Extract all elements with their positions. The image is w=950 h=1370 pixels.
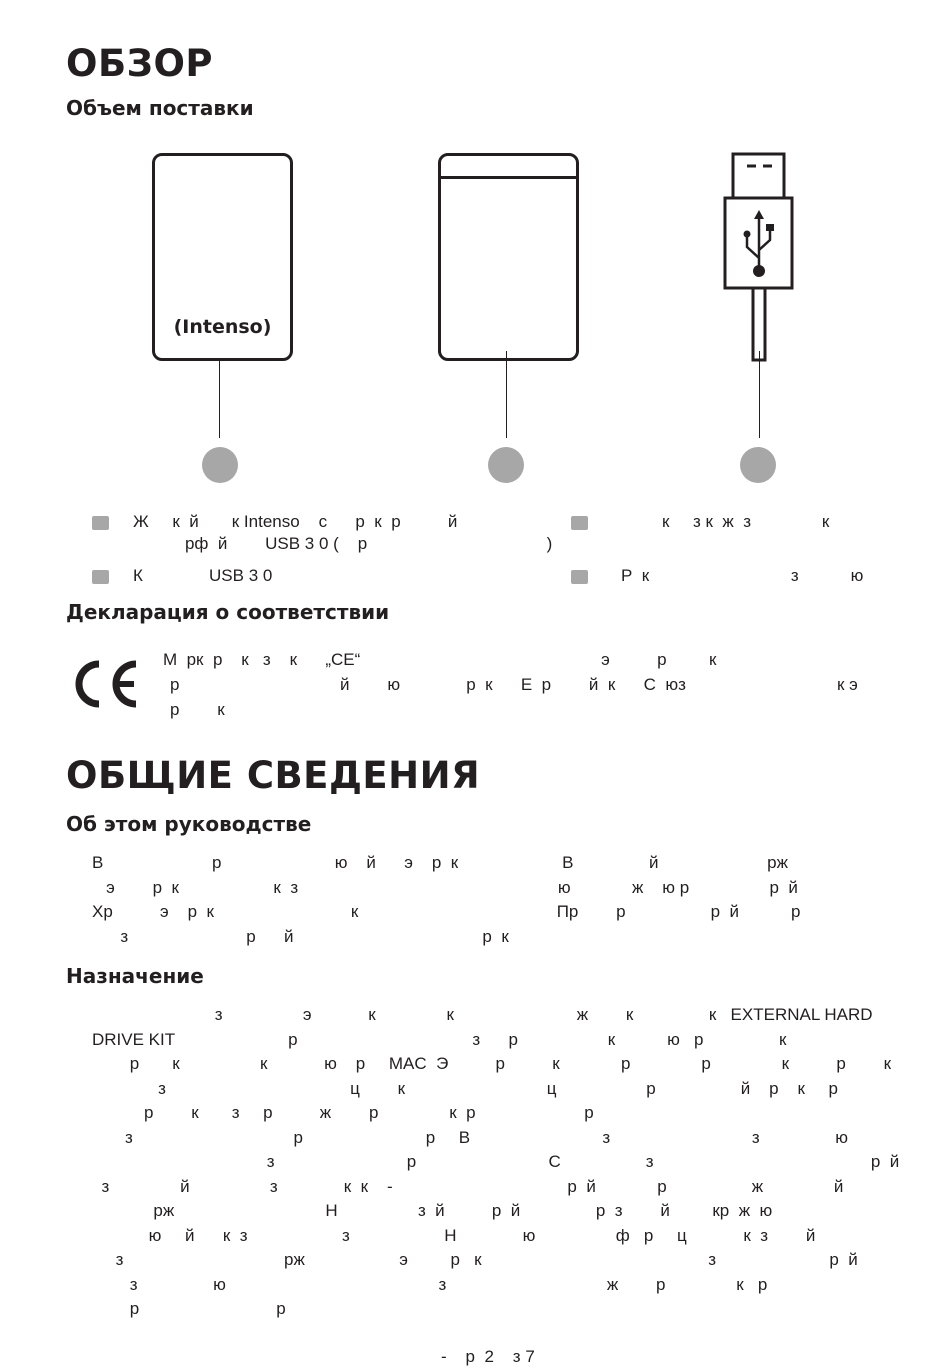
purpose-line-3: р к к ю р MAC Э р к р р к р к [92, 1054, 892, 1073]
purpose-line-8: з й з к к - р й р ж й [92, 1177, 844, 1196]
ce-mark-icon [75, 660, 137, 708]
callout-line-1 [219, 361, 220, 438]
section-heading-about: Об этом руководстве [66, 812, 312, 836]
page-title-overview: ОБЗОР [66, 42, 214, 85]
legend-marker-4 [571, 570, 588, 584]
intenso-logo: (Intenso) [173, 316, 272, 338]
purpose-line-6: з р р В з з ю [92, 1128, 848, 1147]
section-heading-delivery: Объем поставки [66, 96, 254, 120]
callout-marker-3 [740, 447, 776, 483]
declaration-line-3: р к [170, 700, 225, 719]
about-line-3: Хр э р к к Пр р р й р [92, 902, 801, 921]
purpose-line-9: рж Н з й р й р з й кр ж ю [92, 1201, 773, 1220]
usb-cable-illustration [723, 152, 794, 362]
purpose-line-13: р р [92, 1299, 286, 1318]
callout-marker-2 [488, 447, 524, 483]
legend-item-1-line-2: рф й USB 3 0 ( р ) [133, 534, 553, 553]
purpose-line-10: ю й к з з Н ю ф р ц к з й [92, 1226, 816, 1245]
legend-marker-2 [92, 570, 109, 584]
purpose-line-4: з ц к ц р й р к р [92, 1079, 838, 1098]
section-heading-declaration: Декларация о соответствии [66, 600, 390, 624]
about-line-2: э р к к з ю ж ю р р й [92, 878, 798, 897]
purpose-line-12: з ю з ж р к р [92, 1275, 768, 1294]
case-flap-line [441, 176, 576, 179]
declaration-line-2: р й ю р к Е р й к С юз к э [170, 675, 858, 694]
usb-symbol-icon [743, 210, 774, 277]
about-line-4: з р й р к [92, 927, 509, 946]
purpose-line-1: з э к к ж к к EXTERNAL HARD [92, 1005, 873, 1024]
page-number: - р 2 з 7 [441, 1347, 535, 1366]
purpose-line-7: з р С з р й [92, 1152, 900, 1171]
purpose-line-2: DRIVE KIT р з р к ю р к [92, 1030, 787, 1049]
legend-item-2: К USB 3 0 [133, 566, 273, 585]
hard-drive-front-illustration: (Intenso) [152, 153, 293, 361]
legend-item-1-line-1: Ж к й к Intenso с р к р й [133, 512, 458, 531]
legend-marker-1 [92, 516, 109, 530]
legend-item-4: Р к з ю [621, 566, 864, 585]
purpose-line-11: з рж э р к з р й [92, 1250, 858, 1269]
callout-marker-1 [202, 447, 238, 483]
about-line-1: В р ю й э р к В й рж [92, 853, 788, 872]
callout-line-3 [759, 351, 760, 438]
protective-case-illustration [438, 153, 579, 361]
legend-marker-3 [571, 516, 588, 530]
callout-line-2 [506, 351, 507, 438]
purpose-line-5: р к з р ж р к р р [92, 1103, 594, 1122]
section-heading-purpose: Назначение [66, 964, 204, 988]
page-title-general: ОБЩИЕ СВЕДЕНИЯ [66, 754, 481, 797]
legend-item-3: к з к ж з к [610, 512, 830, 531]
declaration-line-1: М рк р к з к „CE“ э р к [163, 650, 717, 669]
